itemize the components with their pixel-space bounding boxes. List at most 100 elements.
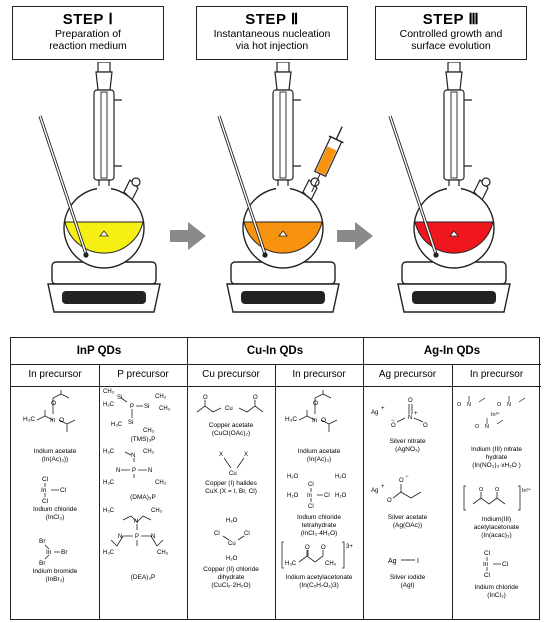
o-label: O: [203, 395, 208, 401]
plus-label: +: [381, 484, 385, 490]
silver-acetate-structure: Ag + O − O: [371, 474, 422, 504]
ag-label: Ag: [388, 558, 397, 565]
cu-in-3-formula: (In(C₅H₇O₂)3): [299, 582, 339, 589]
precursor-table: InP QDs Cu-In QDs Ag-In QDs In precursor…: [10, 337, 541, 620]
apparatus-scene: [38, 62, 511, 313]
cl-label: Cl: [60, 487, 67, 494]
inp-in-2: Indium chloride (InCl₃): [11, 506, 99, 522]
minus-label: −: [405, 474, 409, 480]
syringe: [311, 126, 344, 193]
ag-label: Ag: [371, 410, 378, 416]
step-3-title: STEP Ⅲ: [422, 11, 480, 28]
x-label: X: [244, 452, 248, 458]
ag-ag-2-formula: (Ag(OAc)): [392, 522, 423, 529]
br-label: Br: [61, 549, 68, 556]
h2o-label: H₂O: [287, 493, 299, 499]
step-2-desc-line2: via hot injection: [235, 40, 309, 52]
silver-iodide-structure: Ag I: [388, 558, 419, 565]
cu-in-1-name: Indium acetate: [297, 448, 341, 455]
plus-label: +: [414, 411, 418, 417]
h3c-label: H₃C: [285, 416, 297, 423]
cu-cu-2: Copper (I) halides CuX (X = I, Br, Cl): [187, 480, 275, 496]
indium-chloride-tetrahydrate-structure: H₂O H₂O Cl In Cl H₂O H₂O Cl: [287, 474, 347, 510]
o-label: O: [305, 545, 310, 551]
n-label: N: [134, 519, 138, 525]
cl-label: Cl: [484, 572, 491, 578]
h2o-label: H₂O: [287, 474, 299, 480]
group-cu-in: Cu-In QDs: [187, 338, 363, 365]
ch3-label: CH₃: [103, 389, 115, 395]
inp-in-1-name: Indium acetate: [33, 448, 77, 455]
in-label: In: [307, 493, 312, 499]
h2o-label: H₂O: [226, 518, 238, 524]
sub-inp-in: In precursor: [11, 364, 99, 387]
ag-ag-3-name: Silver iodide: [389, 574, 426, 581]
cu-in-2-line2: tetrahydrate: [301, 522, 337, 529]
si-label: Si: [117, 395, 122, 401]
o-label: O: [475, 424, 480, 430]
ch3-label: CH₃: [143, 428, 155, 434]
copper-chloride-structure: H₂O Cl Cl Cu H₂O: [214, 518, 250, 562]
divider: [363, 338, 364, 619]
divider: [275, 364, 276, 619]
indium-nitrate-structure: O N O N O N In³⁺: [457, 396, 526, 430]
ag-ag-3: Silver iodide (AgI): [363, 574, 452, 590]
ag-ag-1: Silver nitrate (AgNO₃): [363, 438, 452, 454]
h3c-label: H₃C: [23, 416, 35, 423]
ag-in-3: Indium chloride (InCl₃): [452, 584, 541, 600]
cu-label: Cu: [229, 471, 237, 477]
in-label: In: [50, 417, 56, 424]
in-label: In: [312, 417, 318, 424]
h2o-label: H₂O: [335, 493, 347, 499]
step-1-title: STEP Ⅰ: [62, 11, 114, 28]
n-label: N: [151, 534, 155, 540]
inp-in-2-name: Indium chloride: [32, 506, 78, 513]
inp-p-3-formula: (DEA)₃P: [130, 574, 156, 581]
br-label: Br: [39, 560, 46, 566]
apparatus-2: [217, 62, 344, 313]
cl-label: Cl: [308, 504, 314, 510]
inp-in-3-name: Indium bromide: [32, 568, 78, 575]
dea3p-structure: P N N N H₃C CH₃ H₃C CH₃: [103, 508, 169, 556]
cl-label: Cl: [42, 476, 49, 483]
indium-acetate-structure-2: O In H₃C O: [285, 390, 338, 432]
divider: [187, 338, 188, 619]
apparatus-3: [388, 62, 511, 313]
sub-cu-in: In precursor: [275, 364, 363, 387]
cu-cu-3-formula: (CuCl₂·2H₂O): [211, 582, 251, 589]
o-label: O: [495, 487, 500, 493]
cl-label: Cl: [502, 561, 509, 568]
ag-in-1: Indium (III) nitrate hydrate (In(NO₃)₃·x…: [452, 446, 541, 470]
i-label: I: [417, 558, 419, 565]
br-label: Br: [39, 538, 46, 545]
h3c-label: H₃C: [103, 402, 115, 408]
step-2-title: STEP Ⅱ: [245, 11, 299, 28]
cu-cu-3: Copper (II) chloride dihydrate (CuCl₂·2H…: [187, 566, 275, 590]
cu-cu-1-formula: (CuCl(OAc)₂): [211, 430, 251, 437]
minus-label: −: [391, 418, 395, 424]
cl-label: Cl: [308, 482, 314, 488]
o-label: O: [387, 498, 392, 504]
ag-in-1-formula: (In(NO₃)₃·xH₂O ): [472, 462, 521, 469]
ag-ag-3-formula: (AgI): [400, 582, 415, 589]
sub-inp-p: P precursor: [99, 364, 187, 387]
cl-label: Cl: [484, 550, 491, 557]
step-3-box: STEP Ⅲ Controlled growth and surface evo…: [375, 6, 527, 60]
in-label: In: [46, 549, 52, 556]
n-label: N: [408, 415, 412, 421]
cl-label: Cl: [42, 498, 49, 504]
n-label: N: [467, 402, 471, 408]
h3c-label: H₃C: [103, 550, 115, 556]
sub-ag-in: In precursor: [452, 364, 541, 387]
cu-cu-3-name: Copper (II) chloride: [203, 566, 259, 573]
cu-in-1: Indium acetate (In(Ac)₃): [275, 448, 363, 464]
n-label: N: [148, 468, 152, 474]
cl-label: Cl: [244, 531, 250, 537]
cu-in-3-name: Indium acetylacetonate: [285, 574, 353, 581]
ag-in-2-formula: (In(acac)₃): [481, 532, 512, 539]
o-label: O: [321, 417, 326, 424]
plus-label: +: [381, 406, 385, 412]
indium-chloride-structure-2: Cl In Cl Cl: [483, 550, 509, 578]
cu-in-3: Indium acetylacetonate (In(C₅H₇O₂)3): [275, 574, 363, 590]
cu-cu-1-name: Copper acetate: [208, 422, 254, 429]
